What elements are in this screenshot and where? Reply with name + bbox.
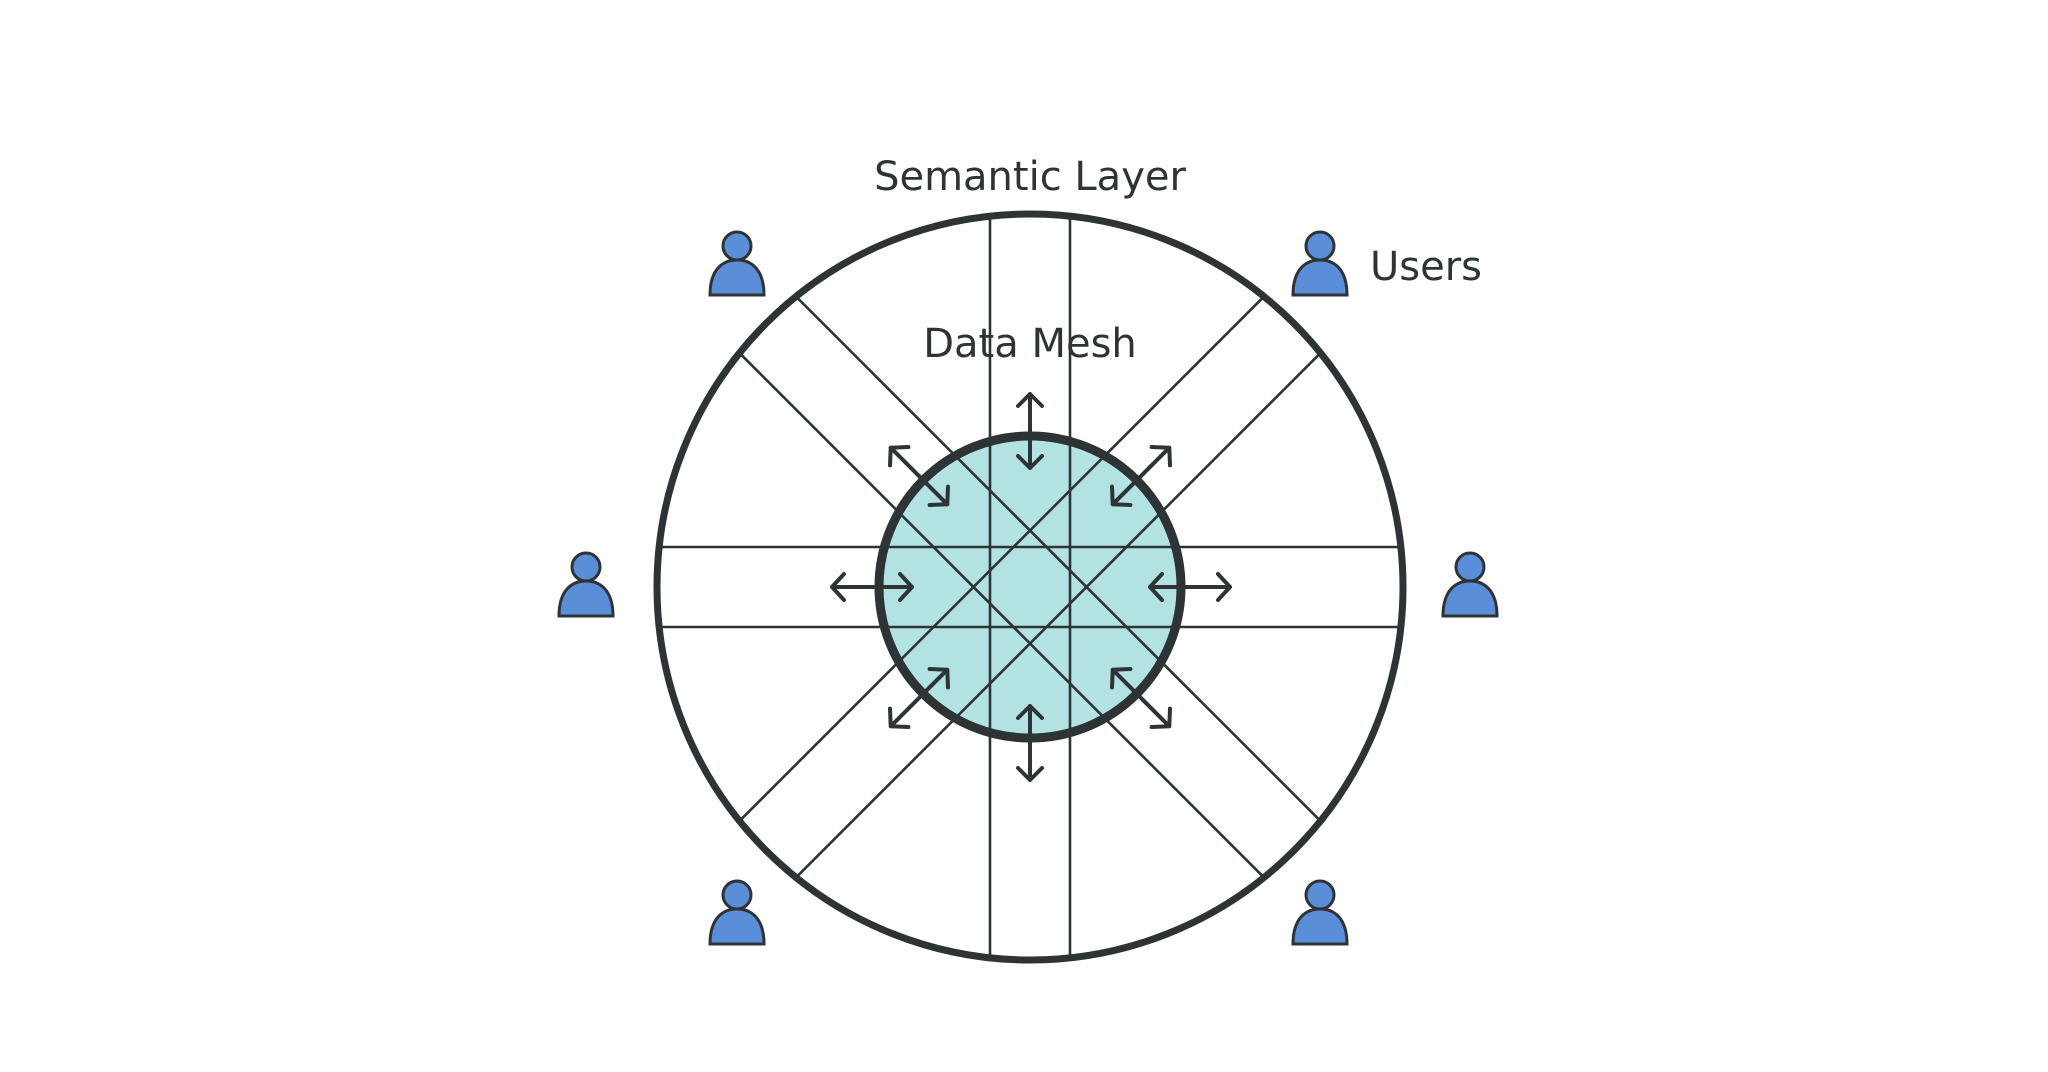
double-headed-arrow-icon (1148, 572, 1232, 602)
user-icon (1291, 230, 1349, 297)
double-headed-arrow-icon (888, 667, 950, 729)
double-headed-arrow-icon (1110, 667, 1172, 729)
user-icon (708, 230, 766, 297)
user-icon (1441, 551, 1499, 618)
core-spoke-lines (883, 440, 1177, 734)
user-icon (1291, 879, 1349, 946)
double-headed-arrow-icon (1016, 392, 1044, 470)
user-icon (708, 879, 766, 946)
semantic-layer-ring (653, 210, 1407, 964)
user-icon (557, 551, 615, 618)
data-mesh-label: Data Mesh (923, 321, 1137, 367)
semantic-layer-label: Semantic Layer (874, 154, 1186, 200)
double-headed-arrow-icon (888, 445, 950, 507)
double-headed-arrow-icon (830, 572, 914, 602)
double-headed-arrow-icon (1016, 704, 1044, 782)
users-label: Users (1370, 244, 1482, 290)
double-headed-arrow-icon (1110, 445, 1172, 507)
